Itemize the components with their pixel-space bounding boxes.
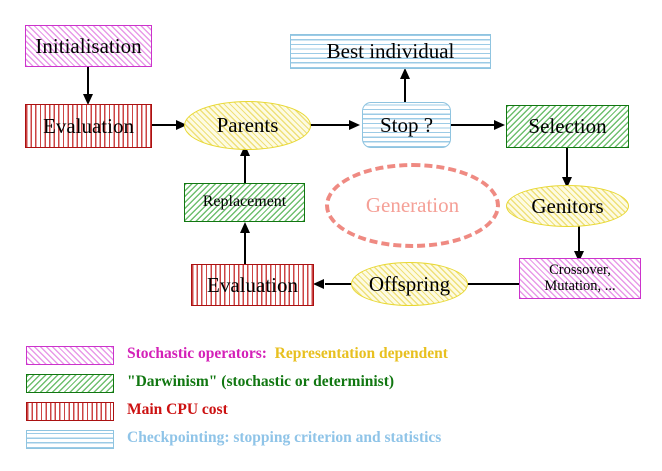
node-parents[interactable]: Parents [184, 101, 311, 150]
node-best-individual[interactable]: Best individual [290, 34, 491, 69]
node-parents-label: Parents [216, 113, 279, 138]
arrow-stop-to-selection [450, 119, 508, 131]
node-stop-label: Stop ? [379, 112, 434, 137]
node-genitors[interactable]: Genitors [506, 185, 629, 227]
node-stop[interactable]: Stop ? [362, 102, 451, 148]
arrow-genitors-to-crossover [573, 226, 585, 262]
node-offspring-label: Offspring [368, 271, 451, 296]
arrow-selection-to-genitors [561, 147, 573, 189]
node-replacement-label: Replacement [202, 193, 287, 211]
node-evaluation-top[interactable]: Evaluation [25, 104, 152, 148]
arrow-parents-to-stop [310, 119, 363, 131]
node-crossover-mutation[interactable]: Crossover, Mutation, ... [519, 258, 641, 299]
arrow-offspring-to-evaluation [313, 278, 359, 290]
node-evaluation-top-label: Evaluation [43, 113, 134, 138]
arrow-initialisation-to-evaluation [82, 65, 94, 107]
node-offspring[interactable]: Offspring [351, 262, 468, 306]
node-initialisation[interactable]: Initialisation [25, 25, 152, 67]
node-selection[interactable]: Selection [506, 105, 629, 148]
generation-label: Generation [365, 193, 460, 217]
arrow-replacement-to-parents [239, 145, 251, 185]
node-replacement[interactable]: Replacement [184, 183, 305, 222]
legend-text-darwinism: "Darwinism" (stochastic or determinist) [127, 373, 395, 390]
legend-label-checkpointing: Checkpointing: stopping criterion and st… [127, 429, 441, 447]
legend-text-checkpointing: Checkpointing: stopping criterion and st… [127, 429, 442, 446]
legend-label-main-cpu-cost: Main CPU cost [127, 401, 228, 419]
node-evaluation-bottom-label: Evaluation [207, 272, 298, 297]
node-genitors-label: Genitors [531, 193, 604, 218]
arrow-evaluation-to-parents [150, 119, 190, 131]
legend-label-darwinism: "Darwinism" (stochastic or determinist) [127, 373, 394, 391]
legend-text-main-cpu-cost: Main CPU cost [127, 401, 228, 418]
legend-label-stochastic-operators: Stochastic operators: Representation dep… [127, 345, 448, 363]
arrow-evaluation-to-replacement [239, 222, 251, 266]
legend-text-representation-dependent: Representation dependent [274, 345, 448, 362]
legend-swatch-main-cpu-cost [26, 402, 114, 421]
generation-cycle-ellipse: Generation [325, 163, 500, 248]
node-selection-label: Selection [528, 114, 607, 139]
legend-swatch-stochastic-operators [26, 346, 114, 365]
node-best-individual-label: Best individual [326, 39, 455, 64]
legend-swatch-darwinism [26, 374, 114, 393]
legend-text-stochastic-operators: Stochastic operators: [127, 345, 267, 362]
node-initialisation-label: Initialisation [35, 33, 142, 58]
legend-swatch-checkpointing [26, 430, 114, 449]
arrow-stop-to-best-individual [399, 68, 411, 108]
node-evaluation-bottom[interactable]: Evaluation [191, 264, 314, 306]
node-crossover-mutation-label: Crossover, Mutation, ... [544, 262, 616, 294]
